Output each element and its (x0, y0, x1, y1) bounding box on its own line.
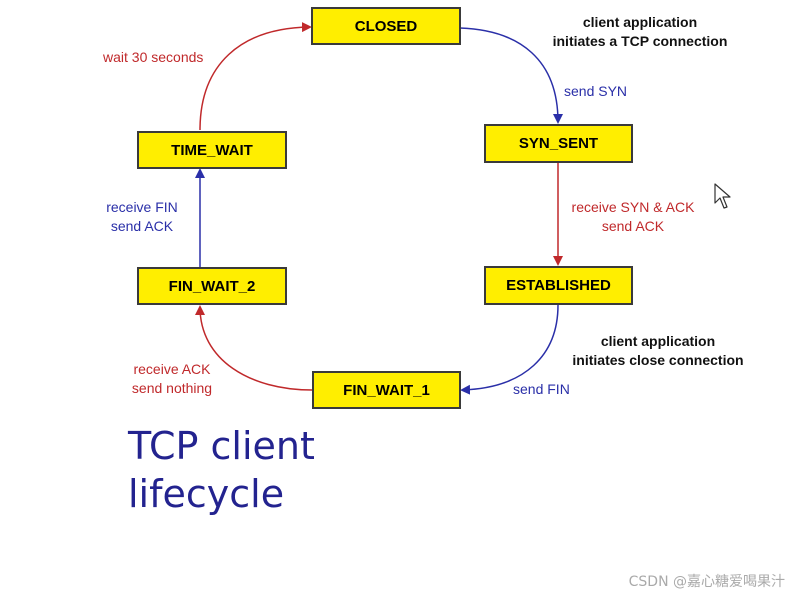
diagram-title-line2: lifecycle (128, 472, 285, 516)
label-receive-fin: receive FIN send ACK (92, 198, 192, 236)
state-established: ESTABLISHED (484, 266, 633, 305)
label-receive-ack: receive ACK send nothing (114, 360, 230, 398)
label-send-syn: send SYN (564, 83, 628, 99)
state-fin-wait-1: FIN_WAIT_1 (312, 371, 461, 409)
arrow-closed-to-syn-sent (459, 27, 563, 124)
label-connect-condition-line1: client application (582, 14, 698, 30)
state-time-wait: TIME_WAIT (137, 131, 287, 169)
diagram-title-line1: TCP client (128, 424, 315, 468)
label-send-fin: send FIN (513, 381, 570, 397)
state-fin-wait-2: FIN_WAIT_2 (137, 267, 287, 305)
arrow-established-to-fin-wait-1 (460, 304, 559, 395)
label-receive-syn-ack-line1: receive SYN & ACK (571, 199, 695, 215)
diagram-title: TCP client lifecycle (128, 422, 315, 518)
label-wait-30-seconds: wait 30 seconds (103, 49, 204, 65)
label-receive-syn-ack-line2: send ACK (601, 218, 665, 234)
label-receive-ack-line1: receive ACK (133, 361, 211, 377)
label-receive-fin-line2: send ACK (110, 218, 174, 234)
label-connect-condition-line2: initiates a TCP connection (552, 33, 728, 49)
state-syn-sent: SYN_SENT (484, 124, 633, 163)
label-close-condition: client application initiates close conne… (552, 332, 764, 370)
arrow-time-wait-to-closed (199, 22, 312, 131)
label-receive-ack-line2: send nothing (131, 380, 213, 396)
state-closed: CLOSED (311, 7, 461, 45)
arrow-fin-wait-1-to-fin-wait-2 (195, 305, 313, 391)
watermark: CSDN @嘉心糖爱喝果汁 (628, 574, 785, 590)
mouse-cursor-icon (714, 183, 731, 209)
label-connect-condition: client application initiates a TCP conne… (530, 13, 750, 51)
label-close-condition-line1: client application (600, 333, 716, 349)
label-receive-fin-line1: receive FIN (106, 199, 178, 215)
label-close-condition-line2: initiates close connection (572, 352, 744, 368)
label-receive-syn-ack: receive SYN & ACK send ACK (560, 198, 706, 236)
